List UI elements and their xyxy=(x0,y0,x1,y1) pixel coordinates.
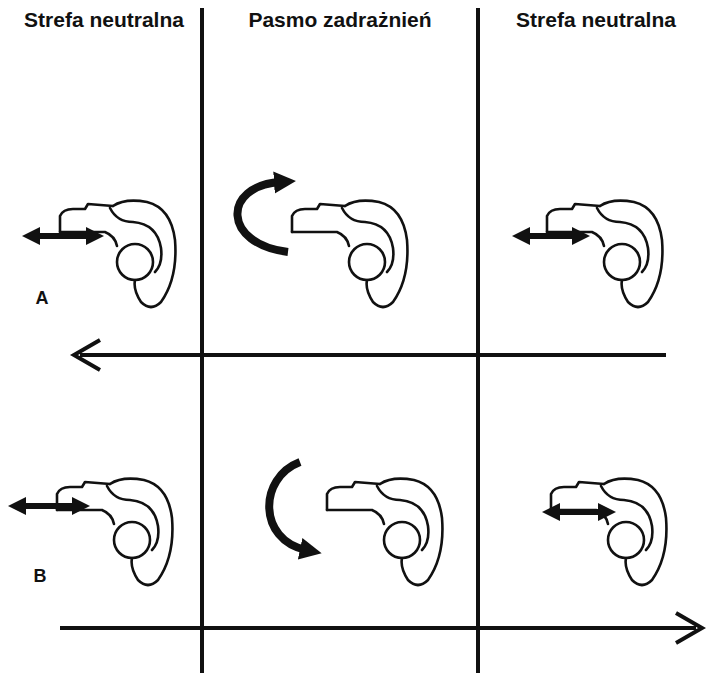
zone-divider xyxy=(476,8,480,673)
double-arrow xyxy=(34,233,92,239)
embryo-figure xyxy=(327,479,442,585)
arrow-head xyxy=(74,340,100,370)
direction-arrow xyxy=(60,626,696,630)
zone-heading: Strefa neutralna xyxy=(496,8,696,32)
double-arrow xyxy=(524,233,578,239)
embryo-figure xyxy=(551,479,666,585)
direction-arrow xyxy=(80,353,666,357)
embryo-figure xyxy=(60,201,175,307)
embryo-figure xyxy=(57,479,172,585)
zone-heading: Pasmo zadrażnień xyxy=(240,8,440,32)
zone-heading: Strefa neutralna xyxy=(4,8,204,32)
row-letter: A xyxy=(36,288,49,309)
rotation-arrow xyxy=(237,182,288,252)
zone-divider xyxy=(200,8,204,673)
double-arrow xyxy=(20,503,78,509)
arrow-head xyxy=(676,613,702,643)
embryo-figure xyxy=(292,201,407,307)
double-arrow xyxy=(554,509,604,515)
embryo-figure xyxy=(547,201,662,307)
rotation-arrow xyxy=(269,462,306,550)
row-letter: B xyxy=(34,566,47,587)
